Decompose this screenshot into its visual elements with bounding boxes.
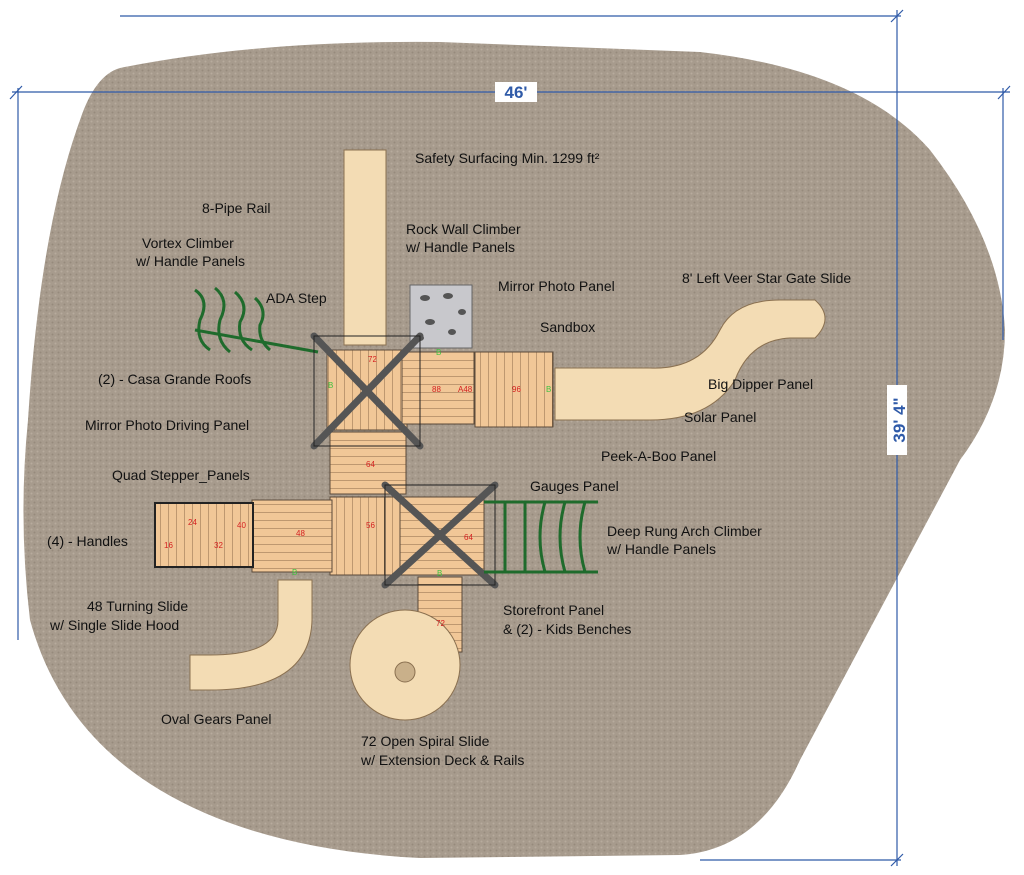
label-star-gate: 8' Left Veer Star Gate Slide <box>682 270 851 286</box>
depth-label: 39' 4" <box>890 397 909 442</box>
turning-slide <box>189 579 313 691</box>
deck-height: 56 <box>366 521 375 530</box>
label-deep-rung: Deep Rung Arch Climber <box>607 523 762 539</box>
label-ada-step: ADA Step <box>266 290 327 306</box>
casa-grande-roof <box>310 332 499 589</box>
label-roofs: (2) - Casa Grande Roofs <box>98 371 251 387</box>
barrier-marker: B <box>436 348 441 357</box>
label-oval-gears: Oval Gears Panel <box>161 711 272 727</box>
label-vortex: Vortex Climber <box>142 235 234 251</box>
deck-height: 16 <box>164 541 173 550</box>
label-mirror-photo: Mirror Photo Panel <box>498 278 615 294</box>
deck-height: 72 <box>368 355 377 364</box>
deck-height: 88 <box>432 385 441 394</box>
label-storefront: Storefront Panel <box>503 602 604 618</box>
deck-height: 48 <box>296 529 305 538</box>
quad-stepper <box>154 502 254 568</box>
deck-height: 64 <box>366 460 375 469</box>
deck-height: 40 <box>237 521 246 530</box>
label-pipe-rail: 8-Pipe Rail <box>202 200 270 216</box>
barrier-marker: B <box>292 568 297 577</box>
label-peek-a-boo: Peek-A-Boo Panel <box>601 448 716 464</box>
barrier-marker: B <box>328 381 333 390</box>
label-rock-wall: Rock Wall Climber <box>406 221 521 237</box>
deck-height: 72 <box>436 619 445 628</box>
barrier-marker: B <box>437 569 442 578</box>
star-gate-slide <box>554 299 826 421</box>
deck-64 <box>329 431 407 495</box>
label-sandbox: Sandbox <box>540 319 595 335</box>
deck-height: 32 <box>214 541 223 550</box>
label-handles: (4) - Handles <box>47 533 128 549</box>
deck-height: 96 <box>512 385 521 394</box>
deck-height: 64 <box>464 533 473 542</box>
label-spiral-slide-2: w/ Extension Deck & Rails <box>360 752 524 768</box>
label-solar: Solar Panel <box>684 409 756 425</box>
deep-rung-arch-climber <box>484 500 598 574</box>
label-vortex-2: w/ Handle Panels <box>135 253 245 269</box>
label-storefront-2: & (2) - Kids Benches <box>503 621 631 637</box>
label-safety-surfacing: Safety Surfacing Min. 1299 ft² <box>415 150 600 166</box>
width-label: 46' <box>505 83 528 102</box>
label-spiral-slide: 72 Open Spiral Slide <box>361 733 490 749</box>
deck-48 <box>251 499 333 573</box>
label-mirror-driving: Mirror Photo Driving Panel <box>85 417 249 433</box>
label-turning-slide-2: w/ Single Slide Hood <box>49 617 179 633</box>
label-rock-wall-2: w/ Handle Panels <box>405 239 515 255</box>
deck-height: 24 <box>188 518 197 527</box>
label-big-dipper: Big Dipper Panel <box>708 376 813 392</box>
label-quad-stepper: Quad Stepper_Panels <box>112 467 250 483</box>
deck-height: A48 <box>458 385 473 394</box>
label-deep-rung-2: w/ Handle Panels <box>606 541 716 557</box>
deck-96 <box>474 351 554 428</box>
barrier-marker: B <box>546 385 551 394</box>
pipe-rail <box>343 149 387 346</box>
deck-56 <box>329 496 407 576</box>
vortex-climber <box>194 286 319 354</box>
deck-88 <box>401 351 475 425</box>
label-turning-slide: 48 Turning Slide <box>87 598 188 614</box>
label-gauges: Gauges Panel <box>530 478 619 494</box>
